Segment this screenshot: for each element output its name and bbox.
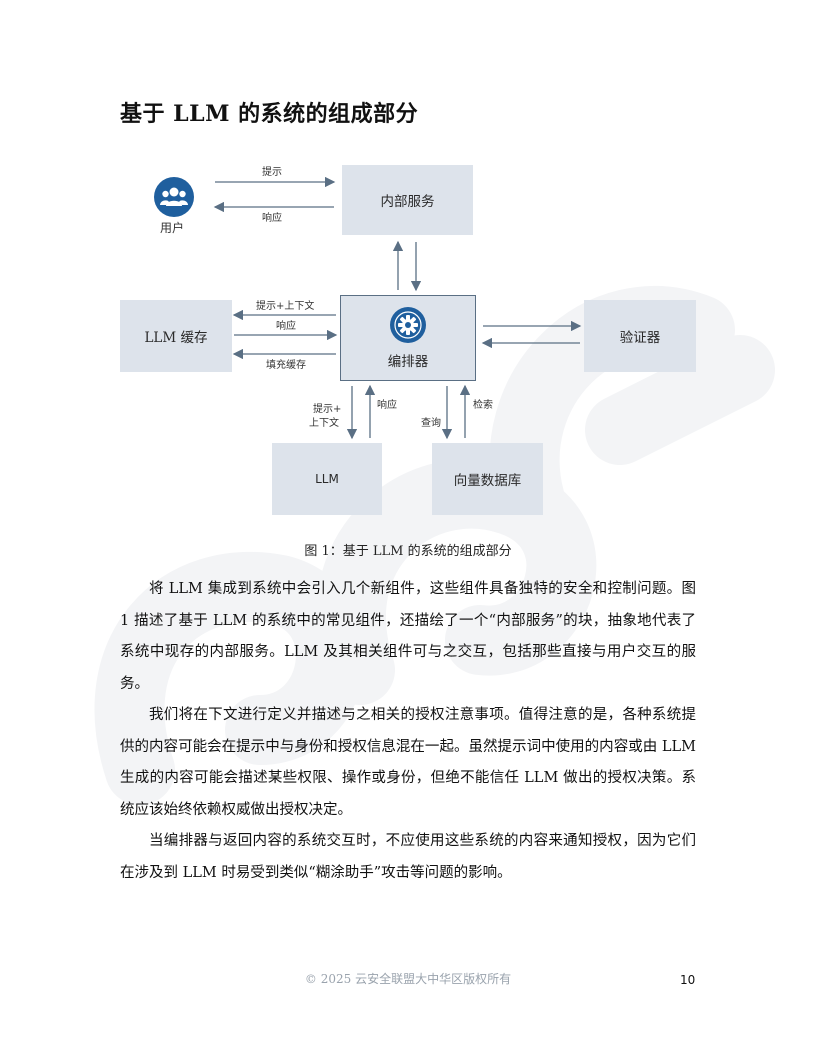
- user-label: 用户: [160, 221, 185, 235]
- section-title: 基于 LLM 的系统的组成部分: [120, 101, 419, 127]
- orchestrator-label: 编排器: [387, 354, 429, 370]
- validator-label: 验证器: [619, 330, 661, 346]
- arrow-label-prompt-plus: 提示+: [313, 404, 342, 415]
- vector-db-box: 向量数据库: [432, 443, 543, 515]
- vector-db-label: 向量数据库: [453, 473, 522, 489]
- paragraph: 我们将在下文进行定义并描述与之相关的授权注意事项。值得注意的是，各种系统提供的内…: [120, 707, 696, 818]
- llm-box: LLM: [272, 443, 382, 515]
- user-group-icon: [154, 177, 194, 217]
- figure-caption: 图 1：基于 LLM 的系统的组成部分: [304, 544, 512, 559]
- diagram-arrows: [213, 176, 582, 440]
- validator-box: 验证器: [584, 300, 696, 372]
- arrow-label-fill-cache: 填充缓存: [266, 360, 306, 371]
- arrow-label-response: 响应: [262, 213, 282, 224]
- llm-label: LLM: [315, 472, 339, 486]
- arrow-label-prompt-context: 提示+上下文: [256, 301, 315, 312]
- arrow-label-response-llm: 响应: [377, 400, 397, 411]
- architecture-diagram: 用户 提示 响应 内部服务 LLM 缓存 提示+上下文 响应 填充缓存 编排器 …: [120, 160, 700, 520]
- copyright-footer: © 2025 云安全联盟大中华区版权所有: [304, 972, 512, 986]
- arrow-label-retrieve: 检索: [473, 400, 493, 411]
- page-number: 10: [680, 973, 696, 987]
- paragraph: 当编排器与返回内容的系统交互时，不应使用这些系统的内容来通知授权，因为它们在涉及…: [120, 833, 696, 881]
- llm-cache-box: LLM 缓存: [120, 300, 232, 372]
- arrow-label-context: 上下文: [309, 418, 339, 429]
- internal-service-label: 内部服务: [380, 194, 435, 210]
- llm-cache-label: LLM 缓存: [144, 330, 208, 346]
- paragraph: 将 LLM 集成到系统中会引入几个新组件，这些组件具备独特的安全和控制问题。图 …: [120, 581, 696, 692]
- internal-service-box: 内部服务: [342, 165, 473, 235]
- body-text: 将 LLM 集成到系统中会引入几个新组件，这些组件具备独特的安全和控制问题。图 …: [120, 574, 696, 889]
- gear-icon: [390, 307, 426, 343]
- arrow-label-prompt: 提示: [262, 167, 282, 178]
- arrow-label-query: 查询: [421, 418, 441, 429]
- arrow-label-response-cache: 响应: [276, 321, 296, 332]
- orchestrator-box: 编排器: [340, 295, 476, 381]
